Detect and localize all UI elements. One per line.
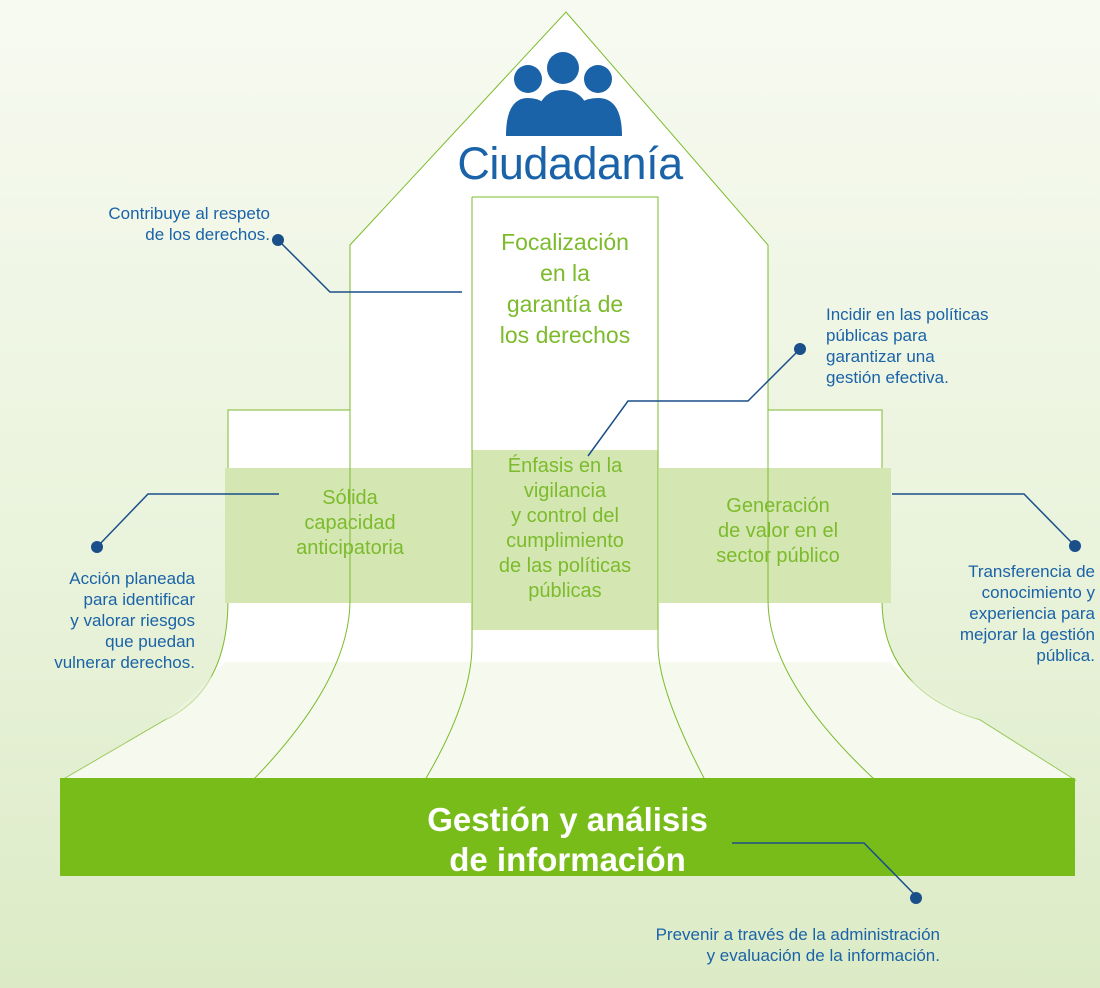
note-knowledge: Transferencia de conocimiento y experien… <box>959 562 1095 665</box>
left-band <box>225 468 471 603</box>
center-column-outline <box>424 196 706 781</box>
dot-information <box>910 892 922 904</box>
center-band-label: Énfasis en la vigilancia y control del c… <box>498 455 632 602</box>
right-column-line <box>767 410 876 781</box>
note-information: Prevenir a través de la administración y… <box>655 925 940 965</box>
center-band <box>472 450 658 630</box>
connector-policies <box>587 348 801 457</box>
connector-risks <box>96 493 279 548</box>
dot-rights <box>272 234 284 246</box>
base-title: Gestión y análisis de información <box>427 801 708 878</box>
dot-knowledge <box>1069 540 1081 552</box>
left-column-line <box>252 410 351 781</box>
dot-policies <box>794 343 806 355</box>
right-band-label: Generación de valor en el sector público <box>716 495 840 567</box>
dot-risks <box>91 541 103 553</box>
note-rights: Contribuye al respeto de los derechos. <box>108 204 270 244</box>
right-band <box>659 468 891 603</box>
left-band-label: Sólida capacidad anticipatoria <box>296 487 404 559</box>
base-block <box>60 778 1075 876</box>
center-column-label: Focalización en la garantía de los derec… <box>499 229 631 348</box>
lower-shading <box>62 662 1075 780</box>
note-policies: Incidir en las políticas públicas para g… <box>826 305 989 387</box>
note-risks: Acción planeada para identificar y valor… <box>54 569 195 672</box>
connector-information <box>732 842 917 897</box>
connector-rights <box>277 239 462 293</box>
connector-knowledge <box>892 493 1076 547</box>
people-group-icon <box>506 52 622 136</box>
ciudadania-title: Ciudadanía <box>457 138 683 189</box>
